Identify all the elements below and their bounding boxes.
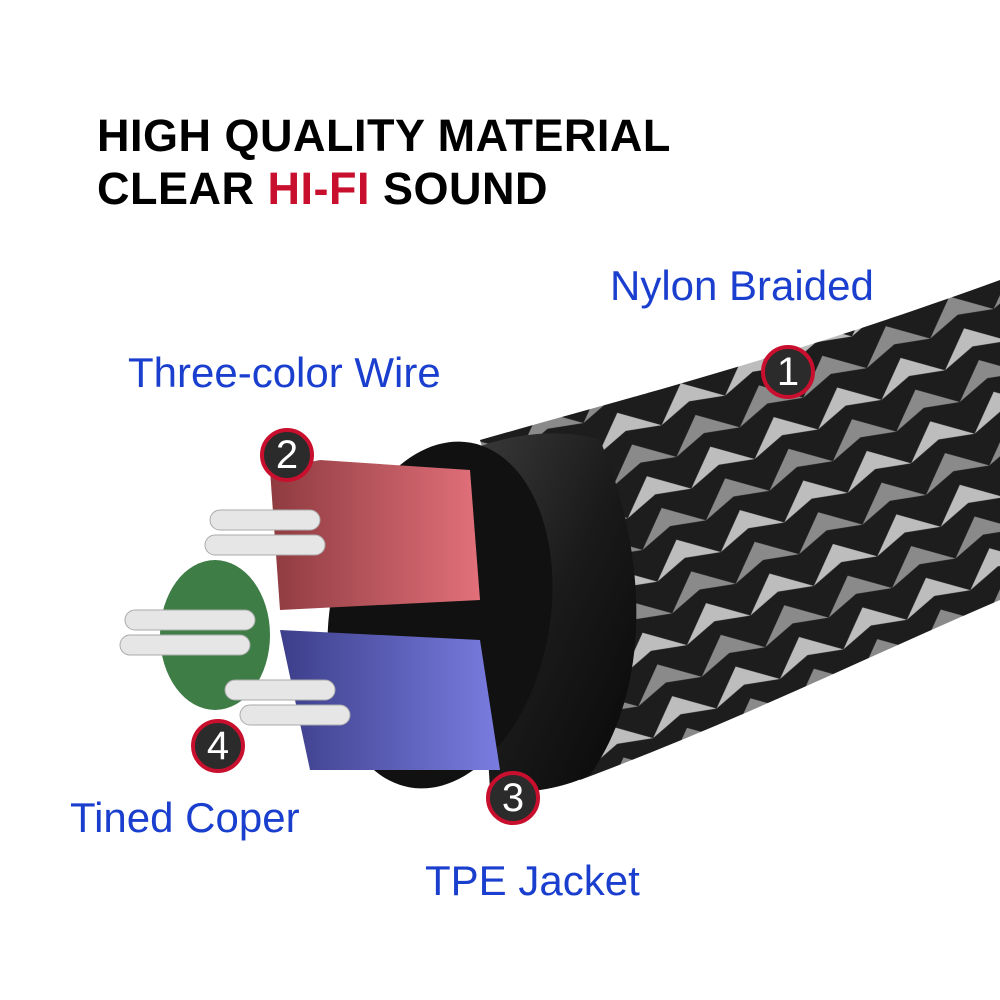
- headline-suffix: SOUND: [383, 163, 549, 214]
- headline-prefix: CLEAR: [97, 163, 255, 214]
- badge-1: 1: [761, 345, 815, 399]
- label-tpe-jacket: TPE Jacket: [425, 857, 640, 904]
- badge-2: 2: [260, 428, 314, 482]
- headline-line1: HIGH QUALITY MATERIAL: [97, 110, 671, 161]
- badge-3: 3: [486, 771, 540, 825]
- label-three-color-wire: Three-color Wire: [128, 349, 441, 396]
- badge-4: 4: [191, 719, 245, 773]
- label-tinned-copper: Tined Coper: [70, 794, 300, 841]
- blue-wire-bundle: [280, 630, 500, 770]
- label-nylon-braided: Nylon Braided: [610, 262, 874, 309]
- red-wire-bundle: [270, 460, 480, 610]
- headline-line2: CLEAR HI-FI SOUND: [97, 166, 548, 211]
- headline-highlight: HI-FI: [267, 163, 370, 214]
- tinned-copper-strands: [119, 509, 351, 726]
